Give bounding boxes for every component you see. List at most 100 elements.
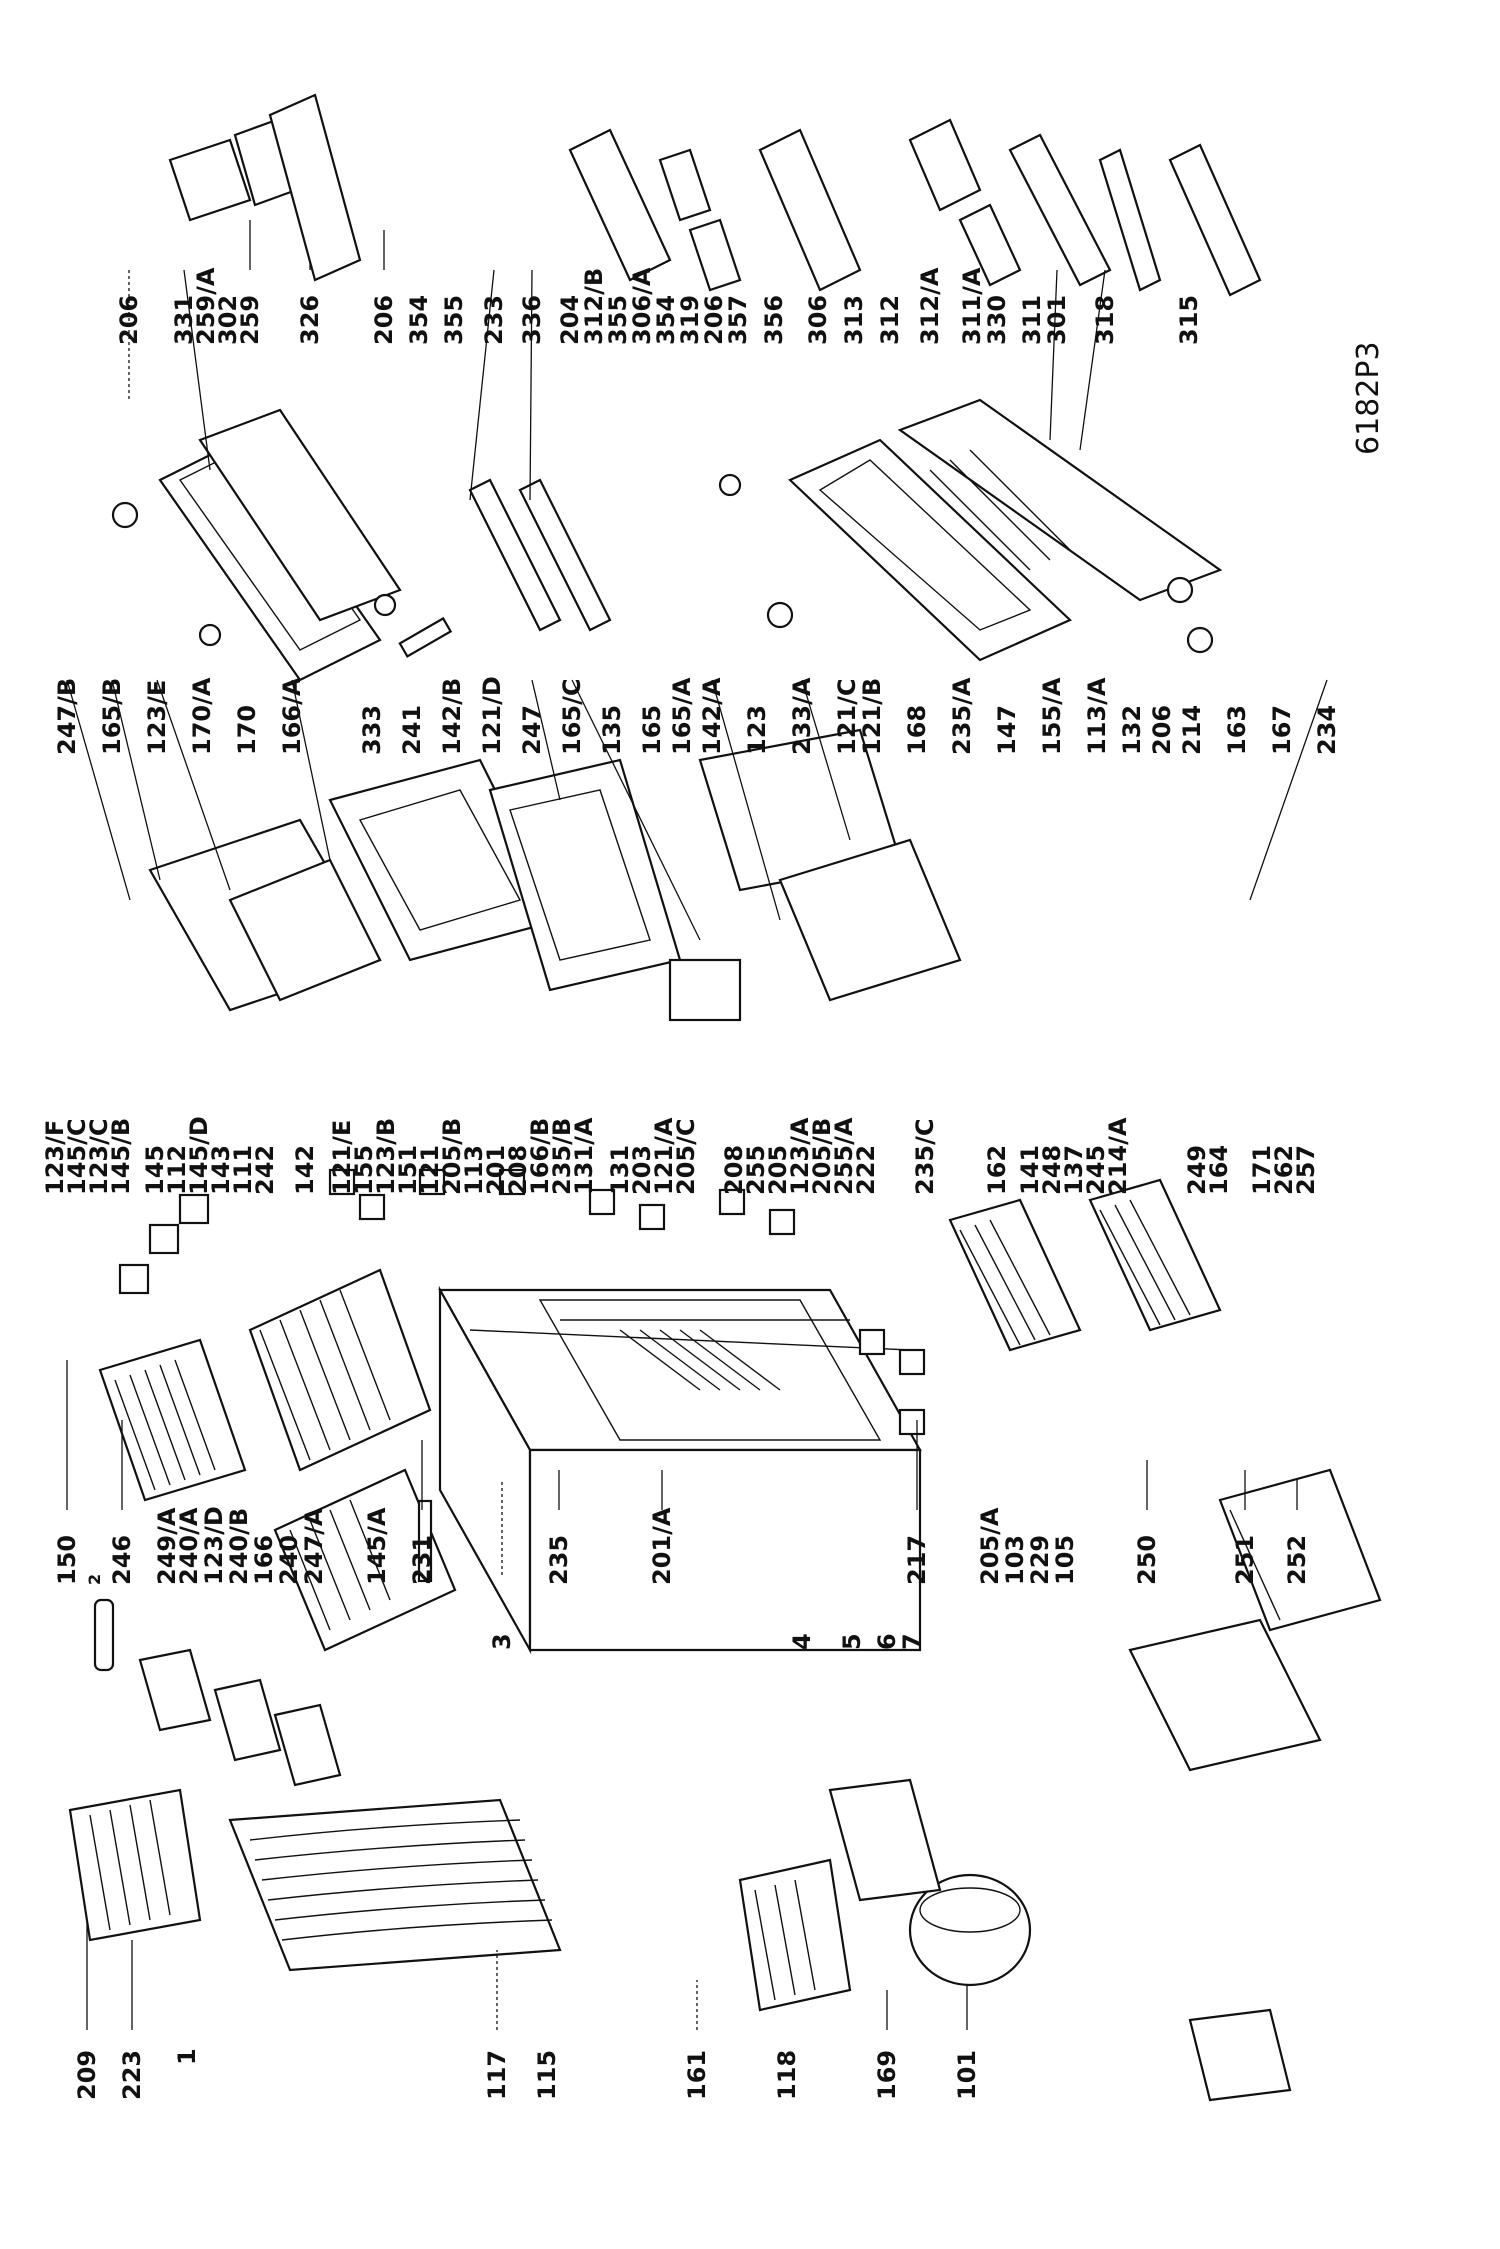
- leaders-left-bottom: [86, 1920, 968, 2030]
- part-label: 208: [720, 1145, 748, 1195]
- cabinet-body: [438, 1285, 922, 1655]
- door-bin-group-top: [168, 93, 362, 282]
- part-label: 201/A: [648, 1507, 676, 1585]
- part-label: 167: [1268, 705, 1296, 755]
- part-label: 165/C: [558, 679, 586, 755]
- part-label: 123/A: [786, 1117, 814, 1195]
- part-label: 105: [1051, 1535, 1079, 1585]
- part-label: 312: [876, 295, 904, 345]
- part-label: 142: [291, 1145, 319, 1195]
- part-label: 208: [504, 1145, 532, 1195]
- part-label: 248: [1038, 1145, 1066, 1195]
- freezer-plate-lower: [273, 1468, 457, 1652]
- part-label: 123/C: [85, 1119, 113, 1195]
- door-grid: [929, 449, 1071, 571]
- part-label: 255/A: [830, 1117, 858, 1195]
- freezer-door: [158, 408, 402, 682]
- part-label: 121: [416, 1145, 444, 1195]
- part-label: 1: [173, 2048, 201, 2065]
- part-label: 241: [398, 705, 426, 755]
- part-label: 4: [788, 1633, 816, 1650]
- evaporator-cover: [148, 818, 382, 1012]
- part-label: 301: [1043, 295, 1071, 345]
- part-label: 155: [350, 1145, 378, 1195]
- part-label: 229: [1026, 1535, 1054, 1585]
- part-label: 356: [760, 295, 788, 345]
- part-label: 257: [1292, 1145, 1320, 1195]
- part-label: 135: [598, 705, 626, 755]
- part-label: 162: [983, 1145, 1011, 1195]
- part-label: 249/A: [153, 1507, 181, 1585]
- part-label: 319: [676, 295, 704, 345]
- part-label: 123/D: [200, 1506, 228, 1585]
- part-label: 112: [163, 1145, 191, 1195]
- part-label: 150: [53, 1535, 81, 1585]
- labels-middle-column: 123/F 145/C 123/C 145/B 145 112 145/D 14…: [41, 1116, 1320, 1195]
- part-label: 206: [370, 295, 398, 345]
- part-label: 170/A: [188, 677, 216, 755]
- part-label: 313: [840, 295, 868, 345]
- ice-tray-parts: [93, 1598, 342, 1787]
- part-label: 145: [141, 1145, 169, 1195]
- part-label: 326: [296, 295, 324, 345]
- part-label: 302: [214, 295, 242, 345]
- part-label: 113: [460, 1145, 488, 1195]
- condenser-small: [738, 1858, 852, 2012]
- part-label: 205/C: [672, 1119, 700, 1195]
- part-label: 113/A: [1083, 677, 1111, 755]
- part-label: 206: [700, 295, 728, 345]
- part-label: 118: [773, 2050, 801, 2100]
- part-label: 143: [207, 1145, 235, 1195]
- part-label: 163: [1223, 705, 1251, 755]
- part-label: 240/A: [175, 1507, 203, 1585]
- part-label: 235/A: [948, 677, 976, 755]
- drain-tube: [417, 1499, 433, 1583]
- part-label: 252: [1283, 1535, 1311, 1585]
- fridge-door: [788, 398, 1223, 662]
- part-label: 354: [652, 295, 680, 345]
- small-components: [118, 1168, 926, 1436]
- part-label: 247: [518, 705, 546, 755]
- part-label: 205/A: [976, 1507, 1004, 1585]
- part-label: 231: [408, 1535, 436, 1585]
- part-label: 255: [742, 1145, 770, 1195]
- part-label: 233: [480, 295, 508, 345]
- part-label: 240: [275, 1535, 303, 1585]
- part-label: 306/A: [628, 267, 656, 345]
- part-label: 168: [903, 705, 931, 755]
- part-label: 246: [108, 1535, 136, 1585]
- control-housing: [668, 728, 902, 1022]
- part-label: 169: [873, 2050, 901, 2100]
- part-label: 235/B: [548, 1118, 576, 1195]
- part-label: 214/A: [1104, 1117, 1132, 1195]
- part-label: 247/A: [300, 1507, 328, 1585]
- part-label: 7: [898, 1633, 926, 1650]
- part-label: 240/B: [225, 1508, 253, 1585]
- light-housing: [778, 838, 962, 1002]
- part-label: 201: [482, 1145, 510, 1195]
- part-label: 204: [556, 295, 584, 345]
- labels-left-column: 150 2 246 249/A 240/A 123/D 240/B 166 24…: [53, 1506, 1311, 1650]
- part-label: 250: [1133, 1535, 1161, 1585]
- part-label: 306: [804, 295, 832, 345]
- condenser-coil: [228, 1798, 562, 1972]
- part-label: 222: [852, 1145, 880, 1195]
- labels-top-column: 206 331 259/A 302 259 326: [115, 267, 324, 345]
- part-label: 123/E: [143, 680, 171, 755]
- crisper-drawer: [1218, 1468, 1382, 1632]
- part-label: 205/B: [438, 1118, 466, 1195]
- part-label: 262: [1270, 1145, 1298, 1195]
- part-label: 330: [983, 295, 1011, 345]
- leaders-upper-column: [66, 679, 1328, 941]
- part-label: 242: [251, 1145, 279, 1195]
- part-label: 142/B: [438, 678, 466, 755]
- leaders-left-column: [66, 1360, 1298, 1575]
- door-bin-group-middle: [568, 128, 862, 292]
- part-label: 3: [488, 1633, 516, 1650]
- hinge-caps: [111, 473, 1214, 654]
- part-label: 333: [358, 705, 386, 755]
- part-label: 161: [683, 2050, 711, 2100]
- part-label: 151: [394, 1145, 422, 1195]
- part-label: 203: [628, 1145, 656, 1195]
